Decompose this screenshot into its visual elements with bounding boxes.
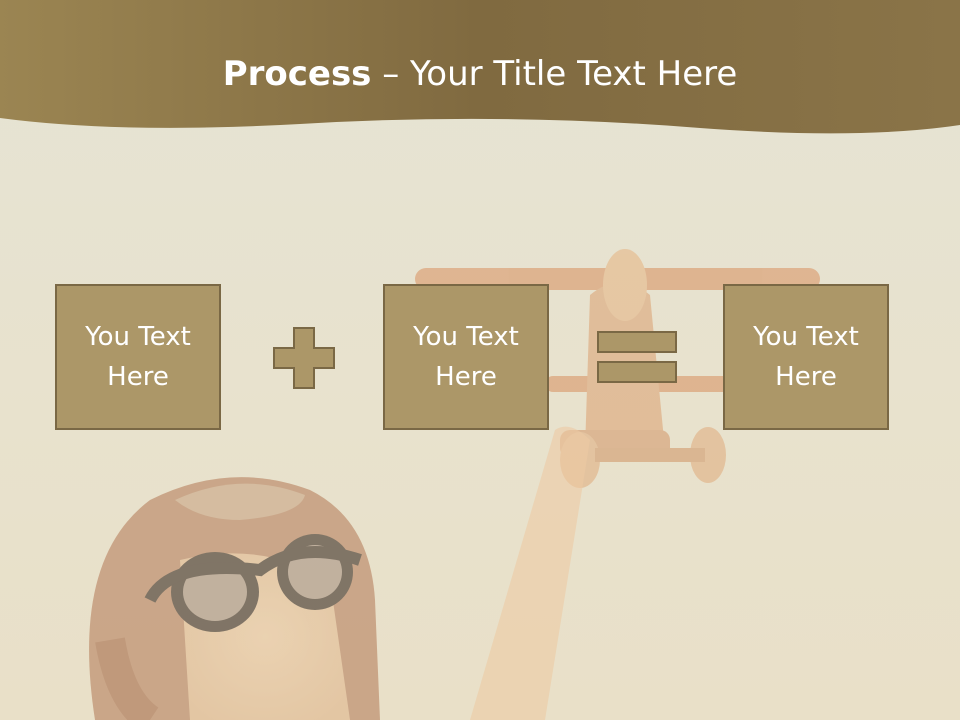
title-bold-part: Process bbox=[222, 54, 372, 94]
process-step-2-line2: Here bbox=[435, 362, 497, 392]
slide-title: Process – Your Title Text Here bbox=[0, 52, 960, 96]
process-step-1-line2: Here bbox=[107, 362, 169, 392]
process-step-1-line1: You Text bbox=[85, 322, 191, 352]
process-step-box-1: You Text Here bbox=[55, 284, 221, 430]
process-step-2-line1: You Text bbox=[413, 322, 519, 352]
plus-icon bbox=[273, 327, 335, 389]
equals-icon bbox=[597, 331, 677, 383]
title-rest-part: – Your Title Text Here bbox=[371, 54, 738, 94]
process-step-box-3: You Text Here bbox=[723, 284, 889, 430]
process-step-box-2: You Text Here bbox=[383, 284, 549, 430]
process-step-3-line1: You Text bbox=[753, 322, 859, 352]
process-step-3-line2: Here bbox=[775, 362, 837, 392]
